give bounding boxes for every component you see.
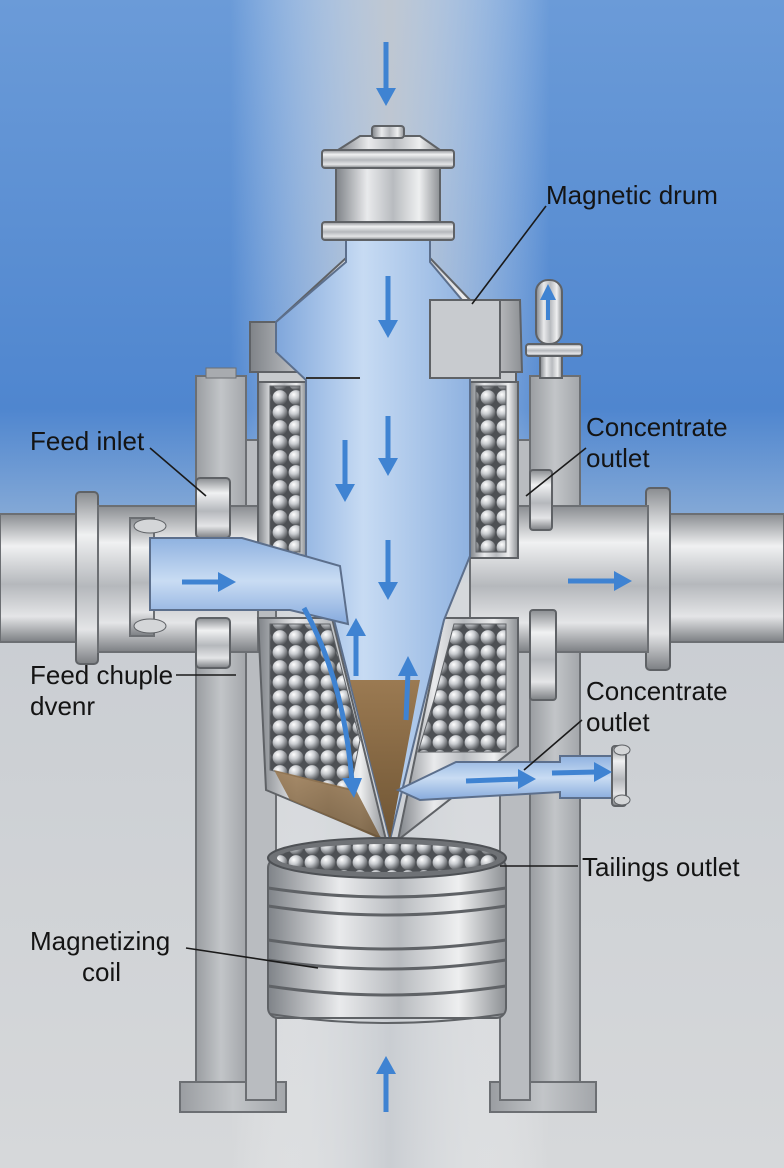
label-magnetic-drum-text: Magnetic drum bbox=[546, 180, 718, 210]
leader-lines bbox=[149, 205, 587, 969]
label-feed-chute-drain: Feed chuple dvenr bbox=[30, 660, 173, 722]
up-arrow-icon bbox=[376, 1056, 396, 1112]
leader-magnetizing-coil bbox=[185, 947, 319, 969]
up-arrow-icon bbox=[398, 656, 418, 721]
leader-magnetic-drum bbox=[471, 205, 547, 305]
leader-feed-inlet bbox=[149, 447, 207, 497]
magnetizing-coil-drum bbox=[267, 837, 507, 1024]
right-arrow-icon bbox=[568, 571, 632, 591]
label-feed-chute-drain-line2: dvenr bbox=[30, 691, 96, 721]
label-tailings-outlet-text: Tailings outlet bbox=[582, 852, 740, 882]
down-arrow-icon bbox=[301, 606, 362, 798]
label-feed-inlet: Feed inlet bbox=[30, 426, 144, 457]
up-arrow-icon bbox=[346, 618, 366, 676]
label-tailings-outlet: Tailings outlet bbox=[582, 852, 740, 883]
label-concentrate-outlet-upper-line1: Concentrate bbox=[586, 412, 728, 442]
down-arrow-icon bbox=[378, 276, 398, 338]
label-concentrate-outlet-upper-line2: outlet bbox=[586, 443, 650, 473]
label-concentrate-outlet-lower-line2: outlet bbox=[586, 707, 650, 737]
label-feed-chute-drain-line1: Feed chuple bbox=[30, 660, 174, 690]
down-arrow-icon bbox=[335, 440, 355, 502]
right-arrow-icon bbox=[182, 572, 236, 592]
down-arrow-icon bbox=[378, 540, 398, 600]
top-valve bbox=[321, 125, 455, 241]
feed-inlet-flange bbox=[195, 477, 231, 669]
right-arrow-icon bbox=[465, 769, 536, 789]
label-concentrate-outlet-lower: Concentrate outlet bbox=[586, 676, 728, 738]
feed-pipe bbox=[149, 537, 350, 626]
label-magnetizing-coil-line2: coil bbox=[82, 957, 122, 987]
flow-arrows bbox=[182, 42, 632, 1112]
right-arrow-icon bbox=[551, 762, 612, 782]
label-magnetizing-coil: Magnetizing coil bbox=[30, 926, 180, 988]
label-concentrate-outlet-lower-line1: Concentrate bbox=[586, 676, 728, 706]
down-arrow-icon bbox=[376, 42, 396, 106]
leader-concentrate-outlet-lower bbox=[523, 719, 583, 771]
label-concentrate-outlet-upper: Concentrate outlet bbox=[586, 412, 728, 474]
up-arrow-icon bbox=[540, 284, 556, 320]
slurry-column bbox=[274, 237, 501, 841]
label-magnetizing-coil-line1: Magnetizing bbox=[30, 926, 171, 956]
label-magnetic-drum: Magnetic drum bbox=[546, 180, 718, 211]
label-feed-inlet-text: Feed inlet bbox=[30, 426, 145, 456]
down-arrow-icon bbox=[378, 416, 398, 476]
leader-concentrate-outlet-upper bbox=[525, 447, 587, 497]
